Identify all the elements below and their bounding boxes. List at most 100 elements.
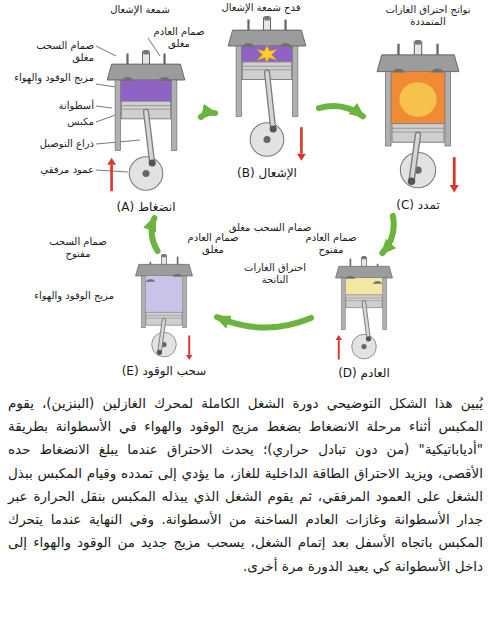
leader-line [96,106,112,108]
part-label: عمود مرفقي [14,164,94,176]
part-label: مزيج الوقود والهواء [30,290,114,302]
motion-arrow-shaft [338,340,340,359]
part-label: شمعة الإشعال [100,4,180,16]
engine-illustration [118,254,210,364]
cylinder-wall [341,278,345,330]
part-label: صمام السحب مفتوح [36,236,120,260]
cylinder-wall [141,276,145,328]
motion-arrow-head [336,335,342,340]
spark-plug-cap [362,256,366,259]
part-label: أسطوانة [14,100,94,112]
part-label: مكبس [14,116,94,128]
engine-stage: العادم (D) [314,256,414,381]
engine-stage: الإشعال (B) [218,16,316,181]
crank-disk [129,157,163,191]
crank-pin [408,178,415,185]
cycle-arrow [152,218,158,251]
gas-charge [391,72,445,124]
intake-valve-head [120,77,134,81]
motion-arrow-head [297,154,306,161]
stage-caption: سحب الوقود (E) [114,364,214,379]
part-label: مزيج الوقود والهواء [14,72,94,84]
spark-plug-cap [143,50,148,54]
motion-arrow-shaft [453,157,456,185]
spark-plug-cap [162,254,166,257]
part-label: صمام السحب مغلق [14,40,94,64]
cylinder-wall [115,80,120,151]
exhaust-valve-head [372,281,382,284]
motion-arrow-head [450,185,459,192]
cycle-arrow [319,106,363,116]
connecting-rod [411,135,418,181]
cylinder-head [336,266,393,278]
connecting-rod [159,320,164,352]
part-label: قدح شمعة الإشعال [205,2,317,14]
crank-pin [270,125,277,132]
connecting-rod-face [364,303,369,339]
connecting-rod-face [159,320,164,352]
cylinder-wall [385,72,391,146]
cycle-arrow [382,216,393,253]
motion-arrow-head [186,355,192,360]
connecting-rod-face [411,135,418,181]
spark-flash [257,46,276,64]
cycle-arrow [217,317,311,327]
intake-valve-head [391,69,406,73]
hot-gas-core [399,82,436,117]
part-label: صمام العادم مفتوح [294,232,368,256]
connecting-rod [267,72,273,128]
gas-charge [120,80,171,101]
part-label: صمام العادم مغلق [180,232,246,256]
cylinder-wall [293,46,298,117]
crank-pin [157,350,162,355]
cylinder-wall [236,46,241,117]
engine-illustration [370,40,466,198]
connecting-rod-face [146,112,152,163]
piston-ring [121,105,170,106]
leader-line [96,46,116,56]
part-label: ذراع التوصيل [14,138,94,150]
cylinder-wall [183,276,187,328]
exhaust-valve-head [430,69,445,73]
engine-stage: تمدد (C) [366,40,470,213]
crank-pin [149,159,156,166]
connecting-rod [146,112,152,163]
cylinder-head [107,64,185,80]
crank-disk [352,334,377,359]
cylinder-wall [383,278,387,330]
piston-ring [242,66,291,67]
connecting-rod-face [267,72,273,128]
spark-plug-cap [264,16,269,20]
part-label: صمام العادم مغلق [150,26,208,50]
engine-illustration [222,16,312,166]
crank-axle [263,136,270,143]
exhaust-valve-head [278,43,292,47]
engine-stage: سحب الوقود (E) [114,254,214,379]
crank-disk [250,123,284,157]
crank-pin [366,336,371,341]
cylinder-head [377,55,459,72]
intake-valve-head [345,276,355,279]
motion-arrow-shaft [110,165,113,191]
engine-illustration [98,50,194,200]
gas-charge [145,276,183,312]
motion-arrow-shaft [188,336,190,355]
stage-caption: العادم (D) [314,366,414,381]
part-label: احتراق الغازات الناتجة [236,262,314,286]
exhaust-valve-head [157,77,171,81]
engine-stage: انضغاط (A) [94,50,198,215]
piston-ring [146,315,182,316]
cylinder-head [136,264,193,276]
crank-axle [361,344,366,349]
cycle-arrow [201,113,215,117]
stage-caption: انضغاط (A) [94,200,198,215]
exhaust-valve-head [172,274,182,277]
motion-arrow-shaft [300,127,303,153]
cylinder-wall [172,80,177,151]
intake-valve-head [241,43,255,47]
cylinder-head [228,30,306,46]
piston-ring [346,298,382,299]
engine-illustration [318,256,410,366]
figure-caption: يُبين هذا الشكل التوضيحي دورة الشغل الكا… [8,392,483,578]
crank-axle [142,170,149,177]
